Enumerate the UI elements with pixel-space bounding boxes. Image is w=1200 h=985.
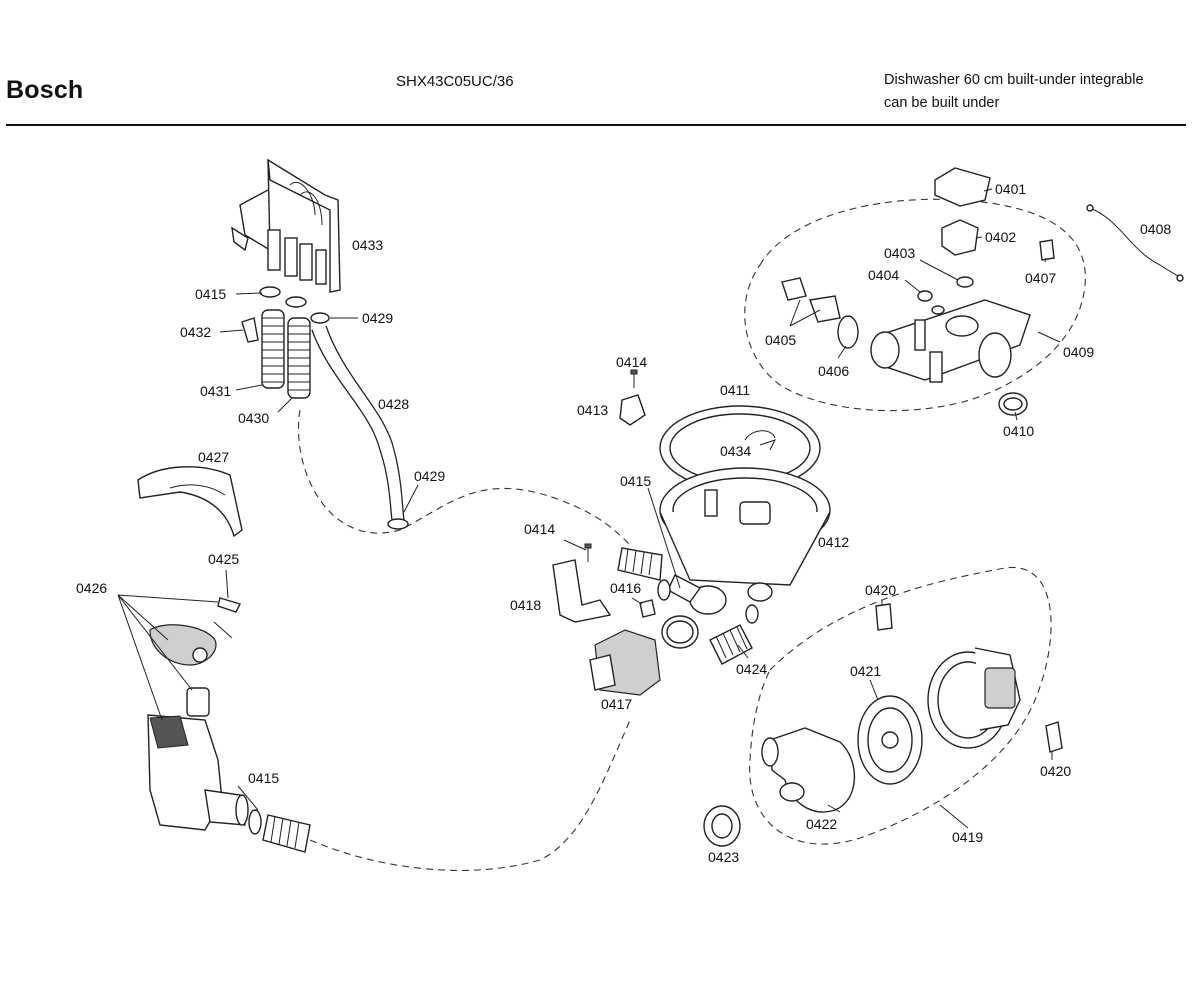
part-0414-screw-upper — [630, 369, 638, 388]
label-0420-upper: 0420 — [865, 582, 896, 598]
page-header: Bosch SHX43C05UC/36 Dishwasher 60 cm bui… — [0, 0, 1200, 130]
part-0411-sump-gasket — [659, 405, 821, 491]
part-0430-0431-hoses — [241, 286, 311, 399]
part-0420-clip-lower — [1045, 721, 1063, 753]
label-0432: 0432 — [180, 324, 211, 340]
part-0433-air-break — [231, 158, 341, 293]
label-0415-sump: 0415 — [620, 473, 651, 489]
part-0412-sump — [659, 467, 831, 615]
label-0408: 0408 — [1140, 221, 1171, 237]
part-0403-seal — [956, 276, 974, 288]
part-0426-inlet-valve — [147, 624, 249, 831]
part-0401-cover — [934, 167, 991, 207]
boundary-0409-assembly — [744, 198, 1086, 412]
label-0402: 0402 — [985, 229, 1016, 245]
label-0434: 0434 — [720, 443, 751, 459]
label-0422: 0422 — [806, 816, 837, 832]
label-0425: 0425 — [208, 551, 239, 567]
part-0424-hose — [709, 604, 759, 665]
assembly-boundaries — [298, 198, 1086, 871]
part-0402-sensor — [941, 219, 979, 256]
header-divider — [6, 124, 1186, 126]
label-0409: 0409 — [1063, 344, 1094, 360]
brand-name: Bosch — [6, 76, 84, 104]
label-0418: 0418 — [510, 597, 541, 613]
label-0419: 0419 — [952, 829, 983, 845]
label-0429-upper: 0429 — [362, 310, 393, 326]
route-lower-hose — [309, 719, 631, 871]
part-0418-bracket — [552, 559, 612, 623]
part-0405-sensor — [781, 277, 841, 323]
part-0420-clip-upper — [875, 603, 893, 631]
part-0434-seal — [744, 430, 776, 451]
route-upper-hose — [298, 409, 631, 546]
part-0417-drain-pump — [589, 629, 661, 696]
part-0413-bracket — [619, 394, 646, 426]
label-0424: 0424 — [736, 661, 767, 677]
part-0421-impeller-housing — [857, 695, 923, 785]
label-0416: 0416 — [610, 580, 641, 596]
label-0405: 0405 — [765, 332, 796, 348]
part-0410-clamp — [998, 392, 1028, 416]
part-0419-pump-motor — [927, 647, 1021, 749]
label-0407: 0407 — [1025, 270, 1056, 286]
part-0409-heater-housing — [870, 299, 1031, 383]
label-0417: 0417 — [601, 696, 632, 712]
label-0411: 0411 — [720, 382, 750, 398]
label-0415-top: 0415 — [195, 286, 226, 302]
label-0428: 0428 — [378, 396, 409, 412]
label-0413: 0413 — [577, 402, 608, 418]
label-0426: 0426 — [76, 580, 107, 596]
label-0414-lower: 0414 — [524, 521, 555, 537]
part-0427-cover — [137, 466, 243, 538]
label-0431: 0431 — [200, 383, 231, 399]
label-0401: 0401 — [995, 181, 1026, 197]
label-0412: 0412 — [818, 534, 849, 550]
part-0428-fill-hose — [310, 312, 409, 530]
part-0416-clip — [639, 599, 656, 618]
part-0422-pump-volute — [761, 727, 856, 813]
part-0406-o-ring — [837, 315, 859, 349]
label-0421: 0421 — [850, 663, 881, 679]
part-0415-sump-hose — [617, 547, 671, 601]
part-number-labels: 0401 0402 0403 0404 0405 0406 0407 0408 … — [76, 181, 1171, 865]
part-0415-o-ring — [661, 615, 699, 649]
leader-lines — [117, 188, 1061, 829]
label-0415-bottom: 0415 — [248, 770, 279, 786]
label-0403: 0403 — [884, 245, 915, 261]
label-0420-lower: 0420 — [1040, 763, 1071, 779]
boundary-0419-assembly — [749, 566, 1052, 845]
label-0430: 0430 — [238, 410, 269, 426]
part-0425-clip — [213, 597, 241, 639]
label-0423: 0423 — [708, 849, 739, 865]
label-0433: 0433 — [352, 237, 383, 253]
label-0410: 0410 — [1003, 423, 1034, 439]
appliance-description-line-1: Dishwasher 60 cm built-under integrable — [884, 72, 1144, 88]
label-0404: 0404 — [868, 267, 899, 283]
part-0408-wire — [1086, 204, 1184, 282]
part-0415-lower-hose — [248, 809, 311, 853]
part-0407-clip — [1039, 239, 1055, 261]
model-number: SHX43C05UC/36 — [396, 73, 514, 90]
label-0427: 0427 — [198, 449, 229, 465]
part-0404-seal — [917, 290, 945, 315]
appliance-description-line-2: can be built under — [884, 95, 1000, 111]
label-0406: 0406 — [818, 363, 849, 379]
label-0429-lower: 0429 — [414, 468, 445, 484]
part-0423-seal — [703, 805, 741, 847]
label-0414-upper: 0414 — [616, 354, 647, 370]
part-0414-screw-lower — [584, 543, 592, 562]
